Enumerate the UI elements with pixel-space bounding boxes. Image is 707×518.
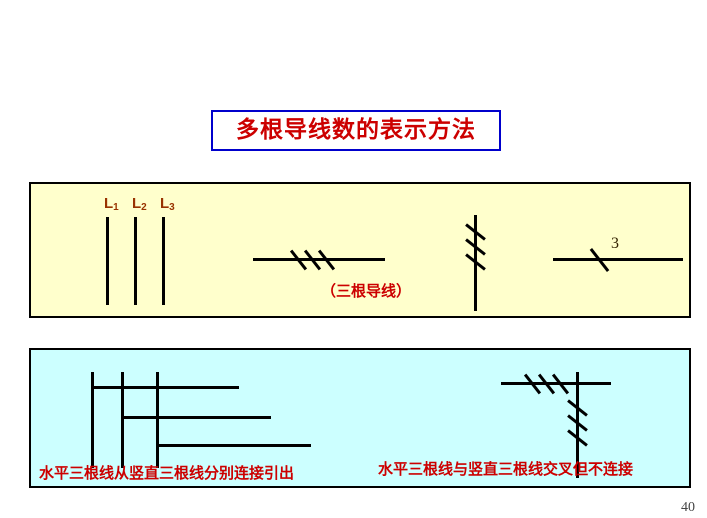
panel-multi-conductor-symbols: L1 L2 L3 xyxy=(29,182,691,318)
conductor-count-label: 3 xyxy=(611,235,619,252)
branch-vertical-line-3 xyxy=(156,372,159,468)
phase-label-l2-base: L xyxy=(132,195,142,212)
page-title: 多根导线数的表示方法 xyxy=(236,117,476,143)
phase-label-l3: L3 xyxy=(160,195,175,213)
branch-vertical-line-1 xyxy=(91,372,94,468)
caption-three-conductors: （三根导线） xyxy=(321,282,412,300)
phase-label-l1-base: L xyxy=(104,195,114,212)
branch-horizontal-line-1 xyxy=(91,386,239,389)
conductor-line-l2 xyxy=(134,217,137,305)
page-number: 40 xyxy=(681,500,695,515)
branch-horizontal-line-3 xyxy=(156,444,311,447)
crossing-horizontal-line xyxy=(501,382,611,385)
caption-crossing-not-connected: 水平三根线与竖直三根线交叉但不连接 xyxy=(378,460,634,478)
caption-connected-branches: 水平三根线从竖直三根线分别连接引出 xyxy=(39,464,295,482)
panel-connection-vs-crossing: 水平三根线从竖直三根线分别连接引出 水平三根线与竖直三根线交叉但不连接 xyxy=(29,348,691,488)
conductor-line-l3 xyxy=(162,217,165,305)
phase-label-l1-sub: 1 xyxy=(113,202,119,213)
phase-label-l3-sub: 3 xyxy=(169,202,175,213)
branch-vertical-line-2 xyxy=(121,372,124,468)
phase-label-l1: L1 xyxy=(104,195,119,213)
phase-label-l2-sub: 2 xyxy=(141,202,147,213)
conductor-line-l1 xyxy=(106,217,109,305)
horizontal-conductor-line xyxy=(253,258,385,261)
branch-horizontal-line-2 xyxy=(121,416,271,419)
phase-label-l3-base: L xyxy=(160,195,170,212)
slide-title-box: 多根导线数的表示方法 xyxy=(211,110,501,151)
numbered-conductor-line xyxy=(553,258,683,261)
phase-label-l2: L2 xyxy=(132,195,147,213)
